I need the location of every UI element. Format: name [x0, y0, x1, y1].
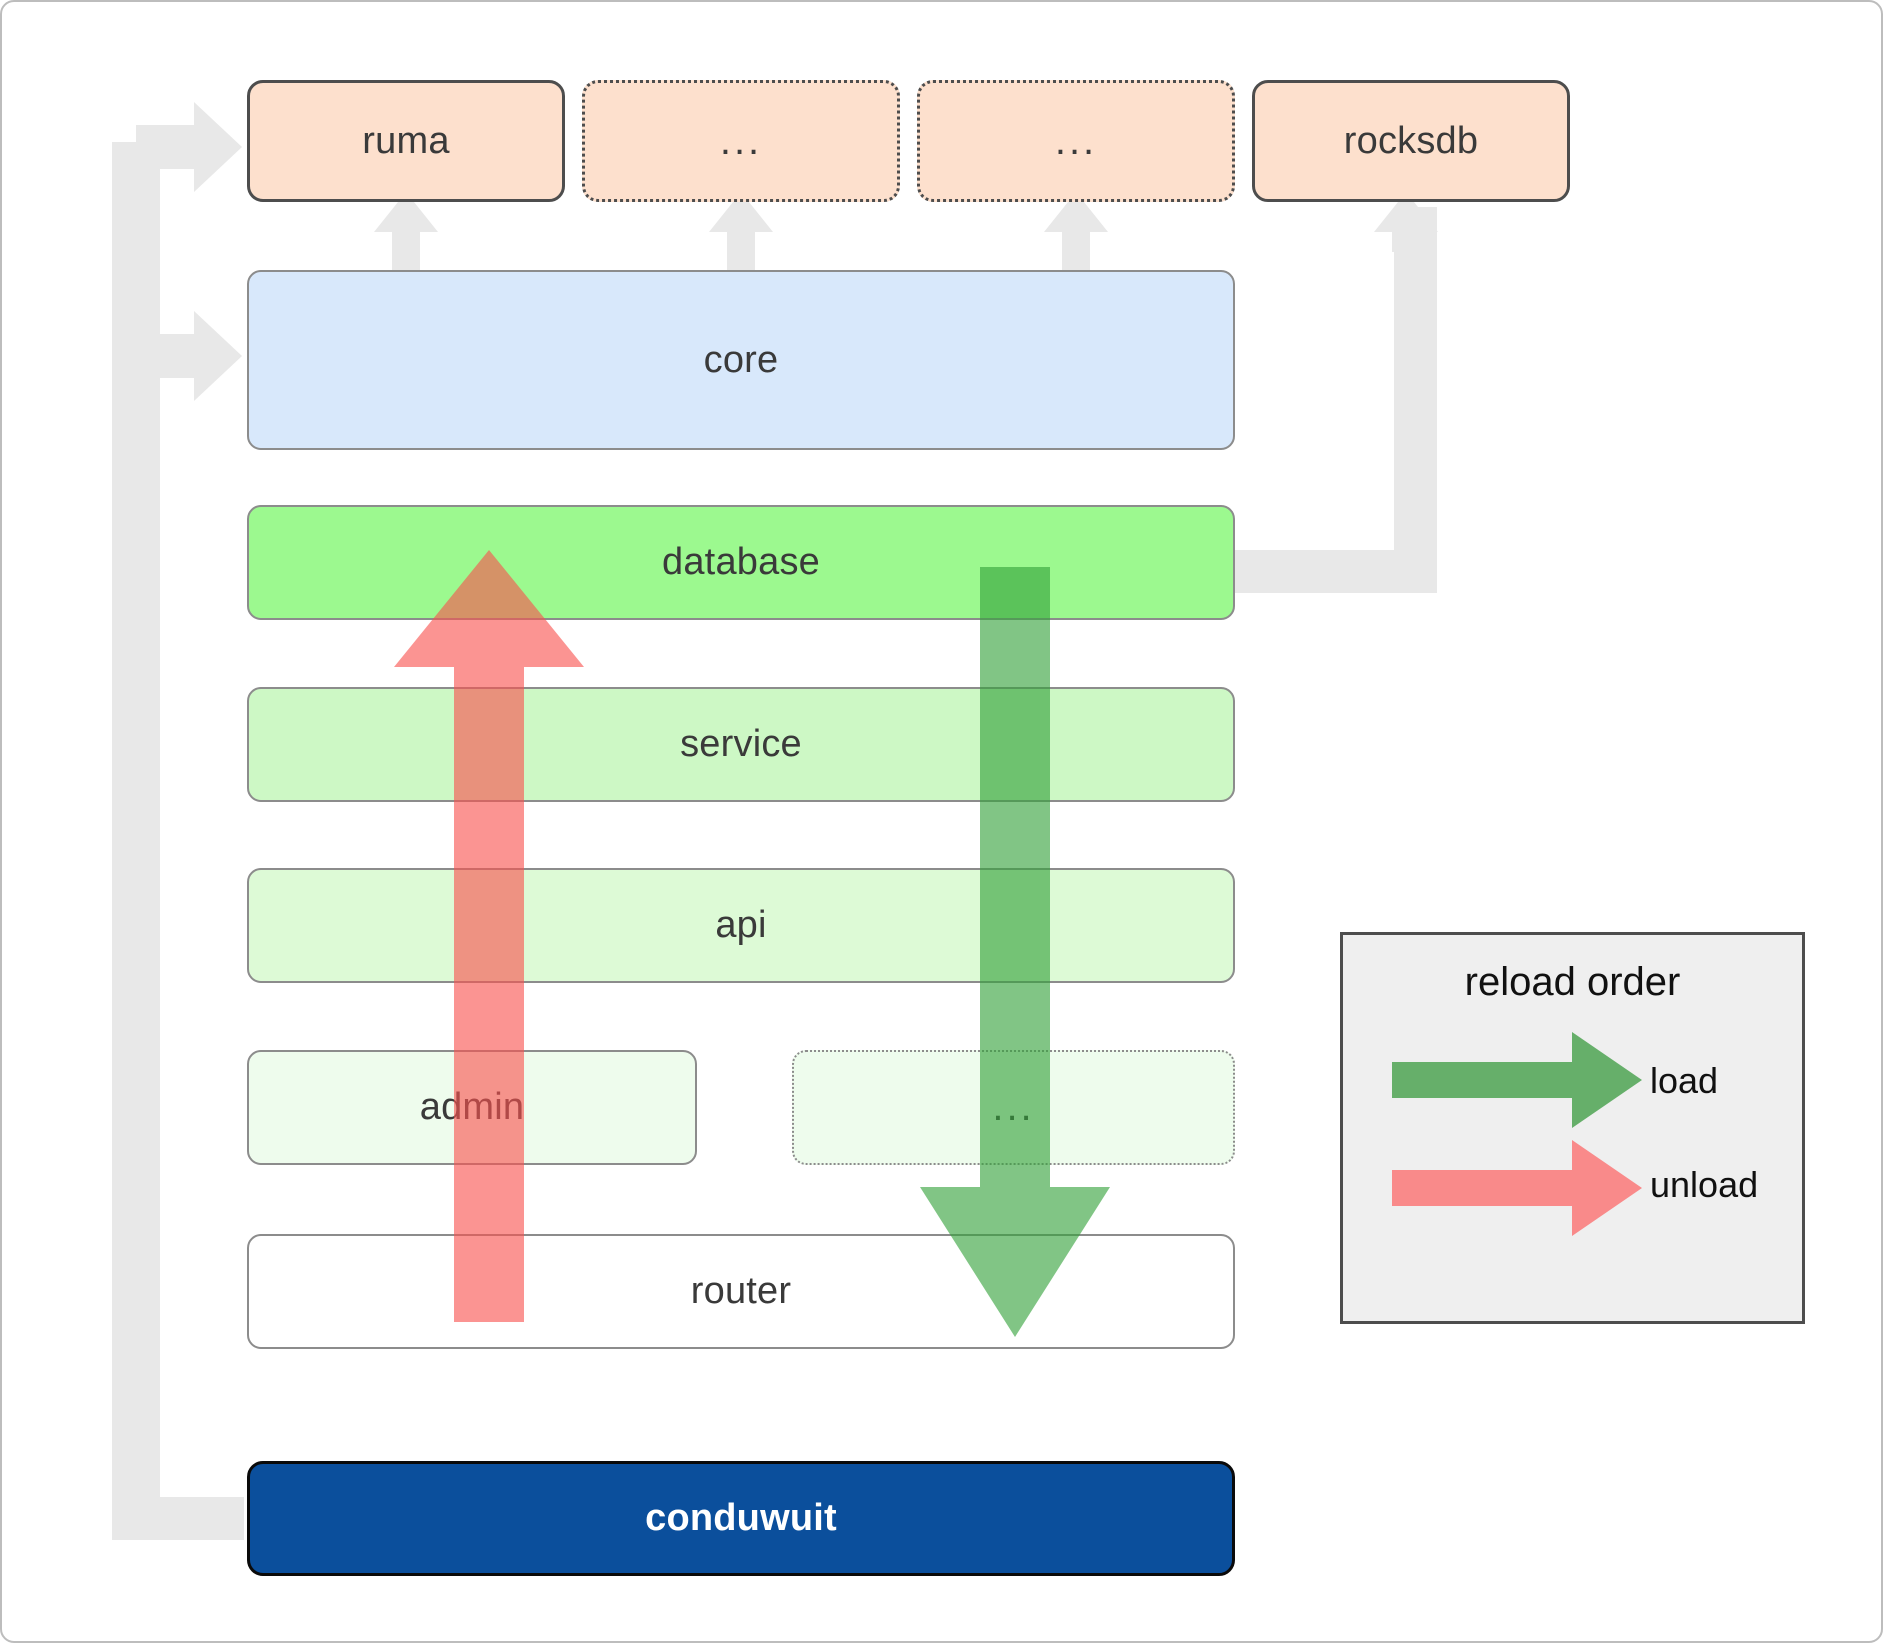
- conduwuit-to-spine: [112, 1497, 244, 1540]
- legend-title: reload order: [1464, 960, 1681, 1004]
- node-label: ruma: [362, 119, 450, 162]
- node-dependency-placeholder-2[interactable]: ...: [917, 80, 1235, 202]
- legend-label-unload: unload: [1650, 1164, 1759, 1205]
- arrow-to-ruma: [136, 102, 242, 192]
- node-router[interactable]: router: [247, 1234, 1235, 1349]
- node-admin[interactable]: admin: [247, 1050, 697, 1165]
- node-ruma[interactable]: ruma: [247, 80, 565, 202]
- node-database[interactable]: database: [247, 505, 1235, 620]
- node-label: conduwuit: [645, 1497, 837, 1539]
- node-label: service: [680, 723, 802, 765]
- node-label: ...: [1054, 118, 1098, 163]
- node-label: ...: [992, 1085, 1035, 1129]
- node-core[interactable]: core: [247, 270, 1235, 450]
- node-label: ...: [719, 118, 763, 163]
- node-label: database: [662, 541, 820, 583]
- legend-label-load: load: [1650, 1060, 1719, 1101]
- legend-panel: [1340, 932, 1805, 1324]
- node-rocksdb[interactable]: rocksdb: [1252, 80, 1570, 202]
- arrow-to-core: [136, 311, 242, 401]
- node-api[interactable]: api: [247, 868, 1235, 983]
- node-label: rocksdb: [1343, 119, 1479, 162]
- arrow-core-to-dots-2: [1044, 192, 1108, 270]
- node-label: api: [715, 904, 767, 946]
- node-label: core: [703, 338, 779, 381]
- left-spine-connector: [112, 142, 160, 1518]
- node-label: admin: [419, 1086, 525, 1128]
- node-conduwuit[interactable]: conduwuit: [247, 1461, 1235, 1576]
- arrow-core-to-ruma: [374, 192, 438, 270]
- node-label: router: [690, 1270, 792, 1312]
- node-admin-placeholder[interactable]: ...: [792, 1050, 1235, 1165]
- arrow-core-to-dots-1: [709, 192, 773, 270]
- node-dependency-placeholder-1[interactable]: ...: [582, 80, 900, 202]
- node-service[interactable]: service: [247, 687, 1235, 802]
- database-to-rocksdb-elbow: [1234, 207, 1437, 593]
